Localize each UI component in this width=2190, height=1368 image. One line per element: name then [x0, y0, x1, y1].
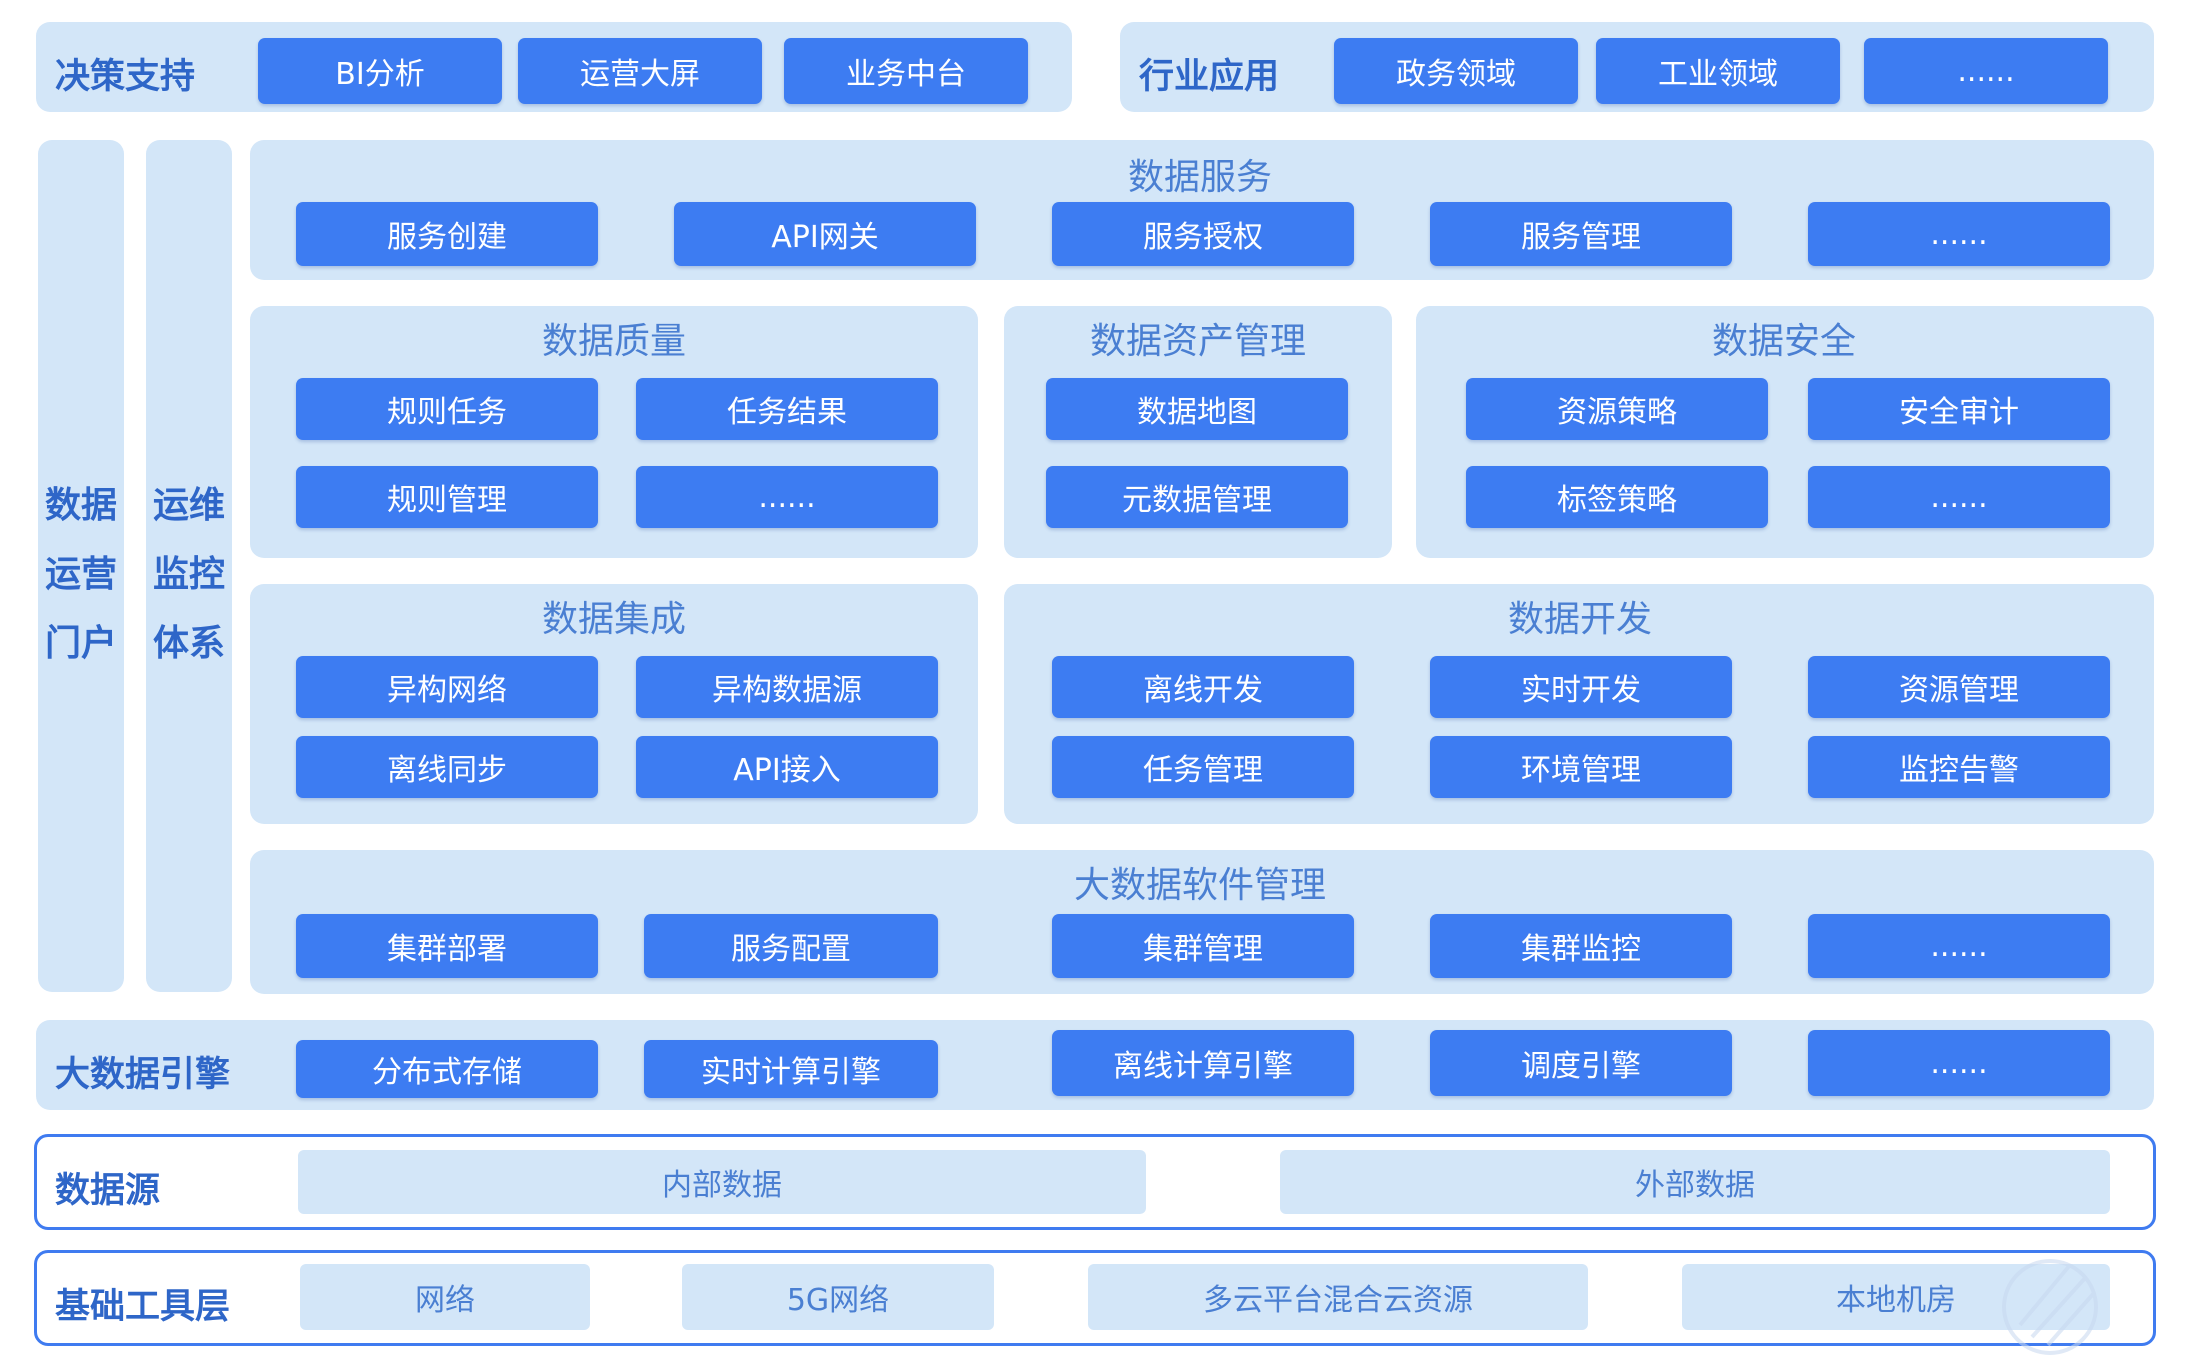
data-dev-title: 数据开发: [1507, 599, 1652, 640]
api-gateway-button[interactable]: API网关: [674, 202, 976, 266]
service-create-button[interactable]: 服务创建: [296, 202, 598, 266]
infra-title: 基础工具层: [55, 1287, 231, 1327]
offline-dev-button[interactable]: 离线开发: [1052, 656, 1354, 718]
local-datacenter-chip: 本地机房: [1682, 1264, 2110, 1330]
operations-screen-button[interactable]: 运营大屏: [518, 38, 762, 104]
hetero-network-button[interactable]: 异构网络: [296, 656, 598, 718]
data-asset-title: 数据资产管理: [1089, 321, 1306, 362]
internal-data-chip: 内部数据: [298, 1150, 1146, 1214]
resource-manage-button[interactable]: 资源管理: [1808, 656, 2110, 718]
ops-monitor-column: [146, 140, 232, 992]
security-audit-button[interactable]: 安全审计: [1808, 378, 2110, 440]
env-manage-button[interactable]: 环境管理: [1430, 736, 1732, 798]
industrial-domain-button[interactable]: 工业领域: [1596, 38, 1840, 104]
industry-more-button[interactable]: ......: [1864, 38, 2108, 104]
bi-analysis-button[interactable]: BI分析: [258, 38, 502, 104]
offline-sync-button[interactable]: 离线同步: [296, 736, 598, 798]
data-service-title: 数据服务: [1127, 157, 1272, 198]
service-manage-button[interactable]: 服务管理: [1430, 202, 1732, 266]
5g-network-chip: 5G网络: [682, 1264, 994, 1330]
multicloud-chip: 多云平台混合云资源: [1088, 1264, 1588, 1330]
monitor-alert-button[interactable]: 监控告警: [1808, 736, 2110, 798]
monitor-line-1: 运维: [152, 485, 225, 526]
distributed-storage-button[interactable]: 分布式存储: [296, 1040, 598, 1098]
network-chip: 网络: [300, 1264, 590, 1330]
bigdata-mgmt-title: 大数据软件管理: [1073, 865, 1326, 906]
service-more-button[interactable]: ......: [1808, 202, 2110, 266]
task-manage-button[interactable]: 任务管理: [1052, 736, 1354, 798]
datasource-title: 数据源: [55, 1171, 161, 1211]
portal-line-3: 门户: [44, 623, 117, 664]
tag-policy-button[interactable]: 标签策略: [1466, 466, 1768, 528]
external-data-chip: 外部数据: [1280, 1150, 2110, 1214]
scheduler-engine-button[interactable]: 调度引擎: [1430, 1030, 1732, 1096]
rule-manage-button[interactable]: 规则管理: [296, 466, 598, 528]
resource-policy-button[interactable]: 资源策略: [1466, 378, 1768, 440]
data-portal-title: 数据 运营 门户: [41, 471, 121, 678]
engine-more-button[interactable]: ......: [1808, 1030, 2110, 1096]
hetero-datasource-button[interactable]: 异构数据源: [636, 656, 938, 718]
cluster-monitor-button[interactable]: 集群监控: [1430, 914, 1732, 978]
mgmt-more-button[interactable]: ......: [1808, 914, 2110, 978]
service-auth-button[interactable]: 服务授权: [1052, 202, 1354, 266]
task-result-button[interactable]: 任务结果: [636, 378, 938, 440]
cluster-manage-button[interactable]: 集群管理: [1052, 914, 1354, 978]
portal-line-1: 数据: [44, 485, 117, 526]
data-quality-title: 数据质量: [541, 321, 686, 362]
service-config-button[interactable]: 服务配置: [644, 914, 938, 978]
security-more-button[interactable]: ......: [1808, 466, 2110, 528]
government-domain-button[interactable]: 政务领域: [1334, 38, 1578, 104]
realtime-engine-button[interactable]: 实时计算引擎: [644, 1040, 938, 1098]
data-map-button[interactable]: 数据地图: [1046, 378, 1348, 440]
industry-app-title: 行业应用: [1139, 57, 1280, 97]
business-platform-button[interactable]: 业务中台: [784, 38, 1028, 104]
cluster-deploy-button[interactable]: 集群部署: [296, 914, 598, 978]
rule-task-button[interactable]: 规则任务: [296, 378, 598, 440]
quality-more-button[interactable]: ......: [636, 466, 938, 528]
offline-engine-button[interactable]: 离线计算引擎: [1052, 1030, 1354, 1096]
api-access-button[interactable]: API接入: [636, 736, 938, 798]
ops-monitor-title: 运维 监控 体系: [149, 471, 229, 678]
monitor-line-3: 体系: [152, 623, 225, 664]
watermark-logo-icon: [2002, 1259, 2098, 1355]
portal-line-2: 运营: [44, 554, 117, 595]
data-security-title: 数据安全: [1711, 321, 1856, 362]
realtime-dev-button[interactable]: 实时开发: [1430, 656, 1732, 718]
data-portal-column: [38, 140, 124, 992]
metadata-manage-button[interactable]: 元数据管理: [1046, 466, 1348, 528]
data-integration-title: 数据集成: [541, 599, 686, 640]
bigdata-engine-title: 大数据引擎: [55, 1055, 231, 1095]
decision-support-title: 决策支持: [55, 57, 196, 97]
monitor-line-2: 监控: [152, 554, 225, 595]
